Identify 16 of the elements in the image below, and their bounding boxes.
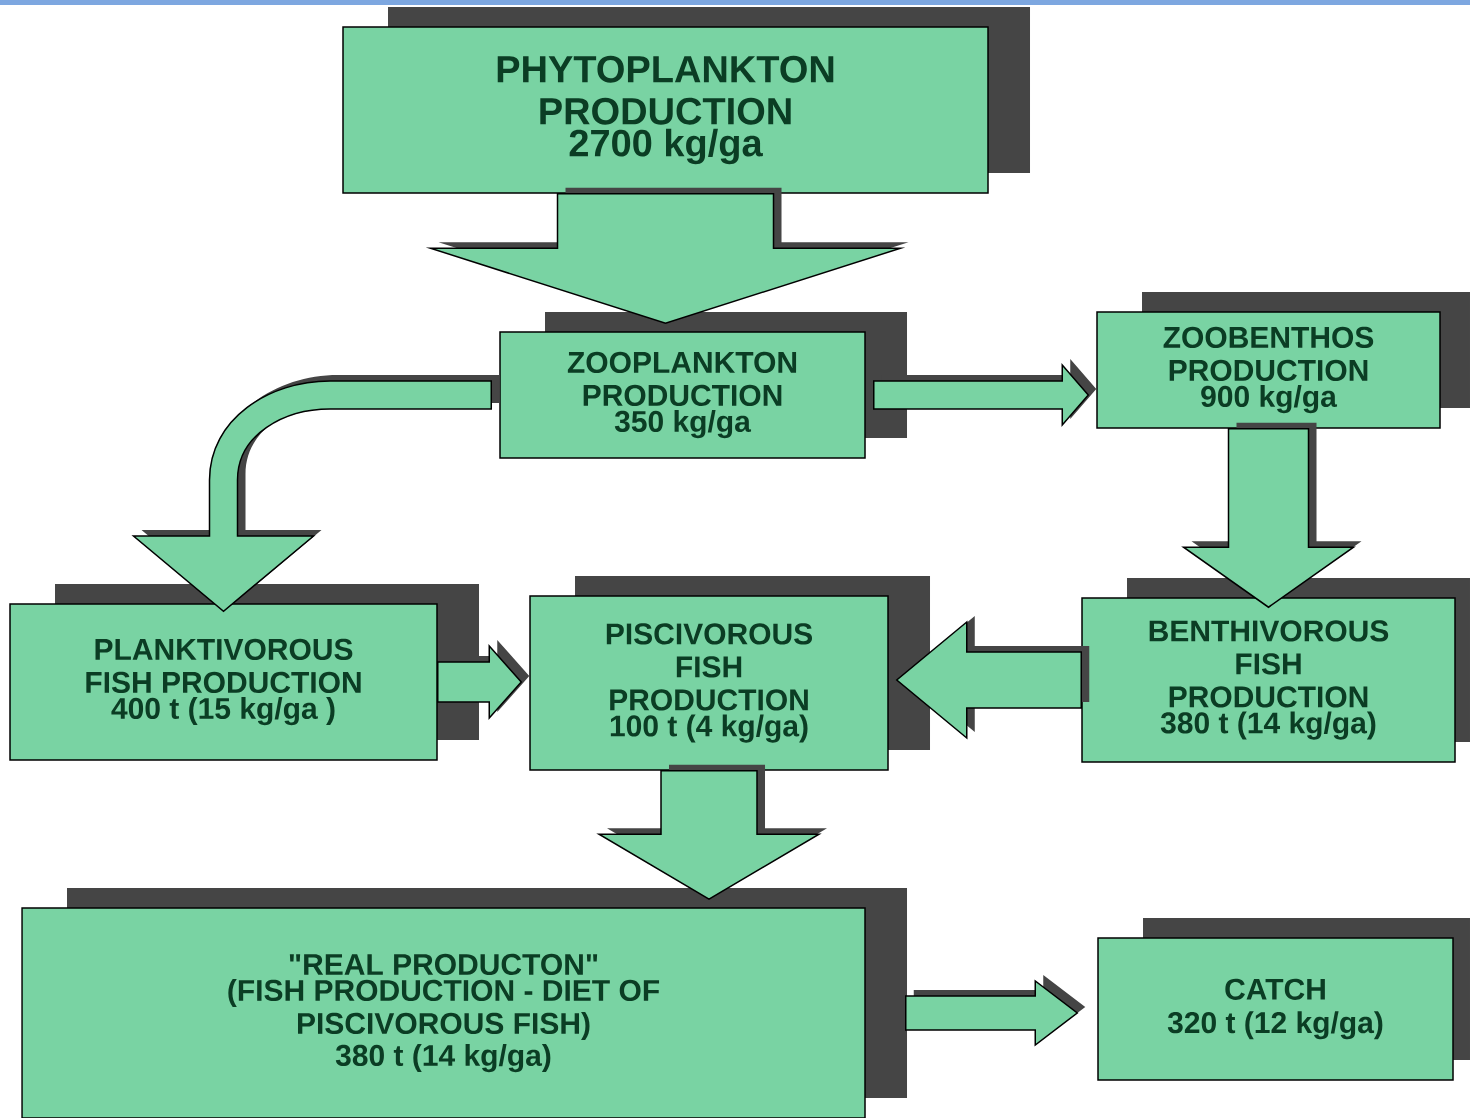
process-box: "REAL PRODUCTON" (FISH PRODUCTION - DIET OF PISCIVOROUS FISH) 380 t (14 kg/ga)	[21, 888, 907, 1118]
process-box: BENTHIVOROUS FISH PRODUCTION 380 t (14 kg/ga)	[1081, 578, 1470, 763]
process-box: CATCH 320 t (12 kg/ga)	[1097, 918, 1470, 1081]
block-arrow	[895, 616, 1090, 740]
process-box: ZOOPLANKTON PRODUCTION 350 kg/ga	[499, 312, 907, 459]
process-box: ZOOBENTHOS PRODUCTION 900 kg/ga	[1096, 292, 1470, 429]
block-arrow	[437, 640, 530, 720]
process-box: PLANKTIVOROUS FISH PRODUCTION 400 t (15 kg/ga )	[9, 584, 479, 761]
block-arrow	[425, 187, 909, 324]
block-arrow	[596, 764, 827, 901]
block-arrow	[905, 975, 1086, 1047]
block-arrow	[873, 359, 1097, 427]
process-box: PHYTOPLANKTON PRODUCTION 2700 kg/ga	[342, 7, 1030, 194]
block-arrow	[132, 375, 500, 612]
process-box: PISCIVOROUS FISH PRODUCTION 100 t (4 kg/ga)	[529, 576, 930, 771]
block-arrow	[1181, 422, 1362, 609]
